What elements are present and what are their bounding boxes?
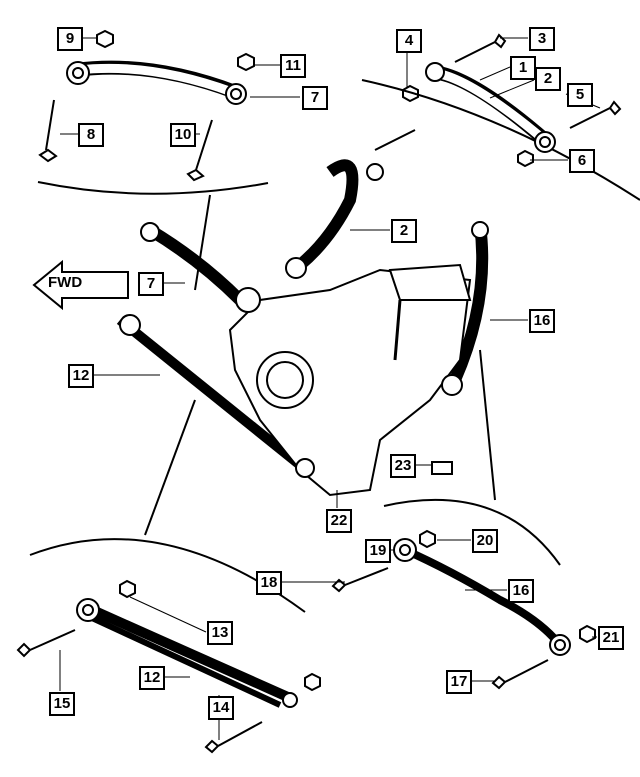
callout-2: 2 [535,67,561,91]
bushing-23 [431,461,453,475]
callout-15: 15 [49,692,75,716]
bolt-8 [38,99,58,163]
bolt-17 [491,659,549,690]
upper-arm-1 [425,62,556,153]
knuckle-assembly [116,159,489,497]
nut-13b [304,672,321,692]
leader-line [374,129,416,151]
leader-line [144,399,196,536]
nut-20 [419,529,436,549]
callout-16: 16 [508,579,534,603]
callout-9: 9 [57,27,83,51]
callout-8: 8 [78,123,104,147]
fwd-arrow-icon [32,259,129,311]
callout-16-main: 16 [529,309,555,333]
callout-5: 5 [567,83,593,107]
nut-6 [517,149,534,168]
lower-arm-12 [76,598,298,708]
callout-7-main: 7 [138,272,164,296]
bolt-10 [186,119,213,182]
nut-9 [96,29,114,49]
bolt-15 [16,629,76,658]
callout-12-main: 12 [68,364,94,388]
callout-17: 17 [446,670,472,694]
fwd-label: FWD [48,274,83,291]
bolt-3 [454,33,507,63]
nut-21 [579,624,596,644]
bolt-18 [331,567,389,593]
toe-link-16 [393,538,571,656]
callout-14: 14 [208,696,234,720]
nut-4 [402,84,419,103]
callout-23: 23 [390,454,416,478]
callout-13: 13 [207,621,233,645]
callout-11: 11 [280,54,306,78]
callout-6: 6 [569,149,595,173]
callout-18: 18 [256,571,282,595]
callout-3: 3 [529,27,555,51]
upper-arm-7 [66,60,247,105]
callout-10: 10 [170,123,196,147]
nut-11 [237,52,255,72]
nut-13a [119,579,136,599]
bolt-14 [204,721,263,754]
callout-7: 7 [302,86,328,110]
callout-1: 1 [510,56,536,80]
callout-12: 12 [139,666,165,690]
arc-upper-right [361,79,640,201]
callout-19: 19 [365,539,391,563]
callout-2-main: 2 [391,219,417,243]
leader-line [194,194,211,291]
arc-lower-right [383,499,561,566]
arc-upper-left [37,181,269,195]
leader-line [479,349,496,501]
bolt-5 [569,100,622,129]
callout-22: 22 [326,509,352,533]
callout-4: 4 [396,29,422,53]
callout-20: 20 [472,529,498,553]
callout-leaders [59,37,601,740]
callout-21: 21 [598,626,624,650]
